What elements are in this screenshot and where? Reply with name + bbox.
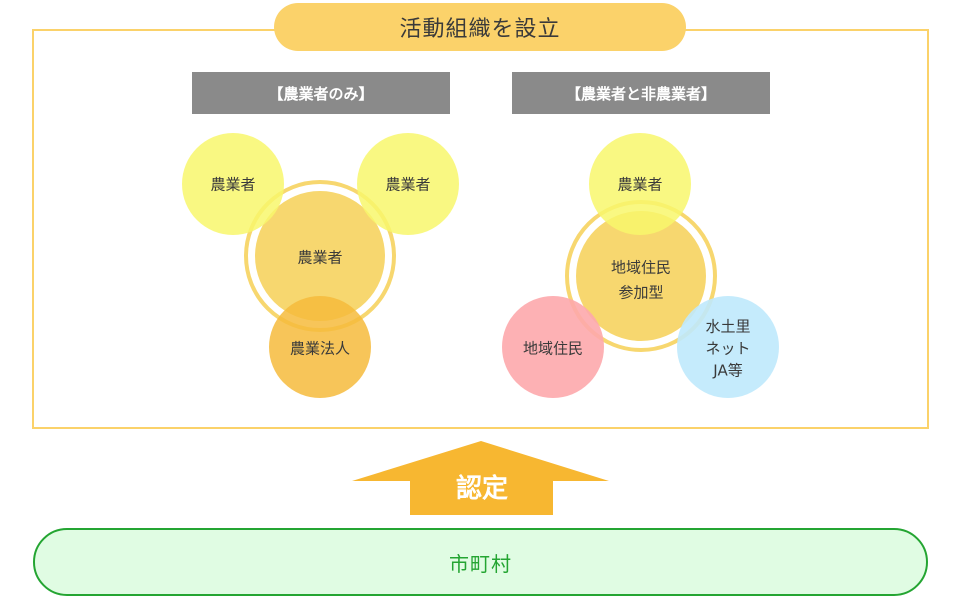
circle-agricultural-corporation [269,296,371,398]
header-farmers-and-non-farmers-text: 【農業者と非農業者】 [565,84,716,103]
circle-farmer-top [589,133,691,235]
header-farmers-and-non-farmers: 【農業者と非農業者】 [512,72,770,114]
label-network-line2: ネット [705,340,750,358]
label-farmer-top-left: 農業者 [210,176,255,194]
header-farmers-only-text: 【農業者のみ】 [268,84,374,103]
circle-farmer-top-left [182,133,284,235]
center-circle-farmer [255,191,385,321]
municipality-box: 市町村 [33,528,928,596]
label-center-line1: 地域住民 [611,259,671,277]
circle-network-ja [677,296,779,398]
label-network-line3: JA等 [712,362,742,380]
label-farmer-top: 農業者 [617,176,662,194]
label-center-line2: 参加型 [618,284,663,302]
label-farmer-center: 農業者 [297,249,342,267]
label-local-residents: 地域住民 [523,340,583,358]
arrow-label: 認定 [455,473,508,504]
label-farmer-top-right: 農業者 [385,176,430,194]
title-banner: 活動組織を設立 [274,3,686,51]
title-text: 活動組織を設立 [399,17,561,42]
group-farmers-only: 農業者 農業者 農業者 農業法人 [182,133,459,398]
circle-local-residents [502,296,604,398]
center-circle-resident-participation [576,211,706,341]
up-arrow-icon [352,441,609,515]
header-farmers-only: 【農業者のみ】 [192,72,450,114]
label-agricultural-corporation: 農業法人 [290,340,350,358]
group-farmers-and-non-farmers: 農業者 地域住民 参加型 地域住民 水土里 ネット JA等 [502,133,779,398]
municipality-text: 市町村 [449,551,512,576]
label-network-line1: 水土里 [705,318,750,336]
circle-farmer-top-right [357,133,459,235]
